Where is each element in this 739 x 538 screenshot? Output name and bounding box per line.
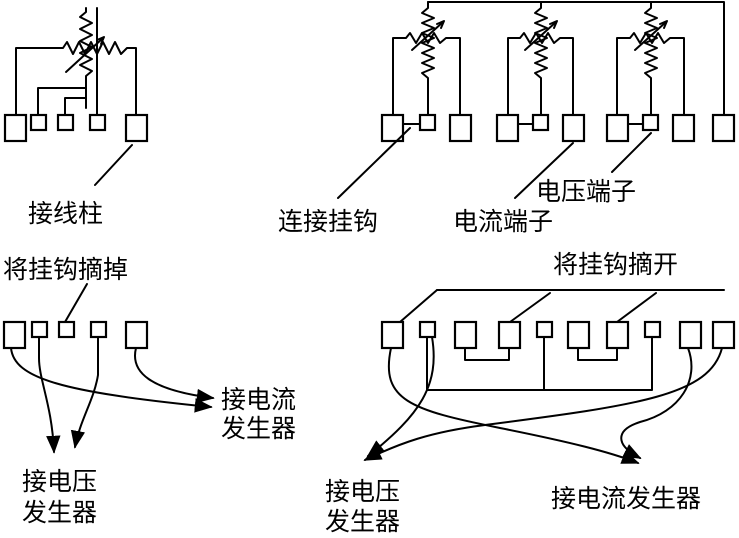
current-generator-label-left-2: 发生器 [221, 414, 296, 443]
terminal-c3 [678, 320, 703, 350]
single-phase-meter-top: 接线柱 [3, 7, 149, 228]
terminal-1 [2, 320, 27, 350]
terminal-c2 [643, 320, 662, 339]
terminal-post-leader [94, 144, 133, 186]
terminal-3 [56, 113, 75, 132]
voltage-lead-1 [38, 336, 61, 454]
remove-hook-label-left: 将挂钩摘掉 [3, 255, 128, 284]
terminal-a2 [418, 320, 437, 339]
voltage-terminal-label: 电压端子 [536, 177, 636, 206]
current-lead-2 [134, 347, 215, 404]
shunt-a-b [464, 347, 510, 361]
terminal-b3 [566, 320, 591, 350]
terminal-a2 [418, 113, 437, 132]
terminal-5 [124, 113, 149, 143]
remove-hook-leader-3 [616, 292, 657, 323]
voltage-lead-a [366, 336, 435, 458]
terminal-b3 [561, 113, 586, 143]
voltage-lead-n [363, 347, 723, 461]
voltage-terminal-leader [611, 132, 652, 173]
remove-hook-leader-1 [399, 289, 438, 323]
terminal-post-label: 接线柱 [28, 199, 103, 228]
terminal-c3 [671, 113, 696, 143]
terminal-a3 [453, 320, 478, 350]
terminal-n [711, 320, 736, 350]
current-generator-label-left-1: 接电流 [221, 385, 296, 414]
voltage-generator-label-right-2: 发生器 [325, 507, 400, 536]
terminal-2 [29, 113, 48, 132]
voltage-generator-label-right-1: 接电压 [325, 477, 400, 506]
terminal-a1 [380, 320, 405, 350]
terminal-b2 [531, 113, 550, 132]
connecting-hook-label: 连接挂钩 [278, 207, 378, 236]
terminal-b1 [497, 320, 522, 350]
terminal-n [711, 113, 736, 143]
remove-hook-leader-left [64, 283, 88, 323]
single-phase-test-wiring: 将挂钩摘掉 接电流 发生器 接电压 发生器 [2, 255, 296, 527]
terminal-4 [88, 113, 107, 132]
current-coil [15, 41, 137, 116]
terminal-c1 [605, 320, 630, 350]
voltage-bus [426, 336, 653, 391]
terminal-b1 [495, 113, 520, 143]
terminal-1 [3, 113, 28, 143]
current-lead-1 [10, 347, 213, 413]
terminal-4 [89, 320, 108, 339]
three-phase-test-wiring: 将挂钩摘开 接电压 发生器 接电流发生器 [325, 250, 736, 536]
terminal-3 [57, 320, 76, 339]
terminal-a3 [448, 113, 473, 143]
terminal-5 [124, 320, 149, 350]
terminal-c1 [605, 113, 630, 143]
current-generator-label-right: 接电流发生器 [551, 484, 701, 513]
terminal-c2 [641, 113, 660, 132]
current-lead-a [387, 347, 640, 464]
voltage-generator-label-left-1: 接电压 [22, 467, 97, 496]
current-terminal-leader [514, 142, 574, 199]
voltage-coil [79, 7, 93, 109]
three-phase-meter-top: 连接挂钩 电流端子 电压端子 [278, 1, 736, 236]
shunt-b-c [577, 347, 618, 361]
terminal-a1 [380, 113, 405, 143]
terminal-2 [30, 320, 49, 339]
connecting-hook-leader [337, 127, 411, 199]
voltage-generator-label-left-2: 发生器 [22, 498, 97, 527]
terminal-b2 [535, 320, 554, 339]
remove-hook-label-right: 将挂钩摘开 [553, 250, 678, 279]
current-terminal-label: 电流端子 [453, 207, 553, 236]
voltage-lead-2 [70, 336, 99, 449]
current-lead-c [620, 347, 693, 459]
remove-hook-leader-2 [509, 292, 551, 323]
